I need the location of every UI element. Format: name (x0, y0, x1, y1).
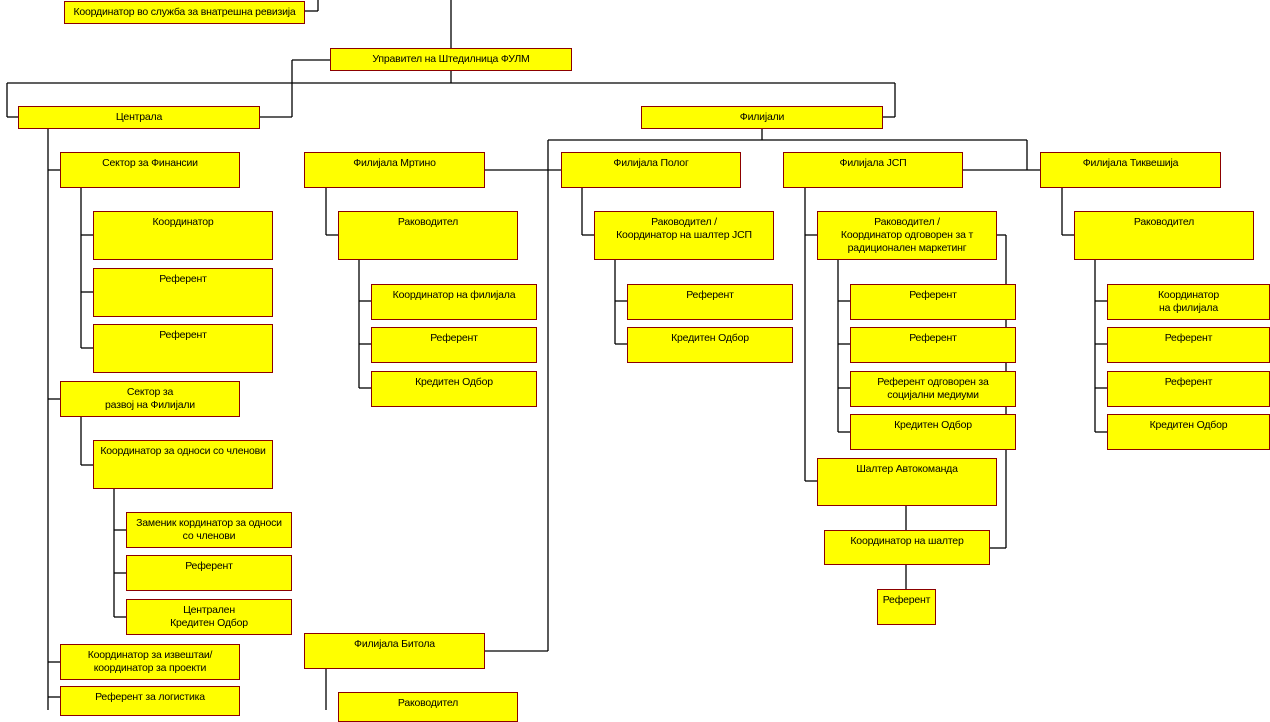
jsp-head-box: Раководител / Координатор одговорен за т… (817, 211, 997, 260)
node-label: Референт (1164, 332, 1213, 344)
node-label: Кредитен Одбор (894, 419, 972, 431)
node-label: Референт (882, 594, 931, 606)
reports-coordinator-box: Координатор за извештаи/ координатор за … (60, 644, 240, 680)
jsp-social-media-referent-box: Референт одговорен за социјални медиуми (850, 371, 1016, 407)
bitola-branch-box: Филијала Битола (304, 633, 485, 669)
node-label: Управител на Штедилница ФУЛМ (372, 53, 530, 65)
node-label: Филијали (739, 111, 785, 123)
node-label: Координатор на филијала (392, 289, 516, 301)
node-label: Сектор за развој на Филијали (105, 386, 195, 411)
mrtino-branch-box: Филијала Мртино (304, 152, 485, 188)
finance-referent-box: Референт (93, 268, 273, 317)
logistics-referent-box: Референт за логистика (60, 686, 240, 716)
jsp-branch-box: Филијала ЈСП (783, 152, 963, 188)
mrtino-coordinator-box: Координатор на филијала (371, 284, 537, 320)
node-label: Сектор за Финансии (102, 157, 198, 169)
manager-box: Управител на Штедилница ФУЛМ (330, 48, 572, 71)
mrtino-head-box: Раководител (338, 211, 518, 260)
finance-coordinator-box: Координатор (93, 211, 273, 260)
tikvesija-referent-box: Референт (1107, 371, 1270, 407)
node-label: Координатор за извештаи/ координатор за … (87, 649, 213, 674)
node-label: Референт за логистика (95, 691, 205, 703)
deputy-member-coordinator-box: Заменик кординатор за односи со членови (126, 512, 292, 548)
polog-credit-board-box: Кредитен Одбор (627, 327, 793, 363)
node-label: Референт (686, 289, 734, 301)
tikvesija-branch-box: Филијала Тиквешија (1040, 152, 1221, 188)
node-label: Референт одговорен за социјални медиуми (877, 376, 989, 401)
central-credit-board-box: Централен Кредитен Одбор (126, 599, 292, 635)
jsp-referent-box: Референт (850, 284, 1016, 320)
polog-head-box: Раководител / Координатор на шалтер ЈСП (594, 211, 774, 260)
finance-referent-box: Референт (93, 324, 273, 373)
avtokomanda-counter-box: Шалтер Автокоманда (817, 458, 997, 506)
finance-sector-box: Сектор за Финансии (60, 152, 240, 188)
node-label: Координатор на шалтер (850, 535, 964, 547)
polog-referent-box: Референт (627, 284, 793, 320)
node-label: Координатор на филијала (1158, 289, 1219, 314)
node-label: Референт (909, 289, 957, 301)
node-label: Филијала Полог (613, 157, 689, 169)
node-label: Централа (115, 111, 163, 123)
node-label: Филијала Тиквешија (1082, 157, 1179, 169)
node-label: Раководител (397, 216, 459, 228)
node-label: Референт (159, 329, 207, 341)
node-label: Филијала Мртино (353, 157, 436, 169)
mrtino-credit-board-box: Кредитен Одбор (371, 371, 537, 407)
node-label: Раководител (397, 697, 459, 709)
branches-box: Филијали (641, 106, 883, 129)
node-label: Координатор за односи со членови (100, 445, 266, 457)
node-label: Референт (185, 560, 233, 572)
development-referent-box: Референт (126, 555, 292, 591)
node-label: Кредитен Одбор (671, 332, 749, 344)
bitola-head-box: Раководител (338, 692, 518, 722)
member-relations-coordinator-box: Координатор за односи со членови (93, 440, 273, 489)
node-label: Раководител / Координатор одговорен за т… (840, 216, 974, 254)
node-label: Референт (159, 273, 207, 285)
node-label: Координатор (152, 216, 214, 228)
node-label: Филијала ЈСП (839, 157, 907, 169)
development-sector-box: Сектор за развој на Филијали (60, 381, 240, 417)
node-label: Филијала Битола (354, 638, 435, 650)
tikvesija-coordinator-box: Координатор на филијала (1107, 284, 1270, 320)
node-label: Кредитен Одбор (415, 376, 493, 388)
jsp-credit-board-box: Кредитен Одбор (850, 414, 1016, 450)
node-label: Централен Кредитен Одбор (170, 604, 248, 629)
node-label: Кредитен Одбор (1149, 419, 1228, 431)
node-label: Раководител (1133, 216, 1195, 228)
mrtino-referent-box: Референт (371, 327, 537, 363)
node-label: Заменик кординатор за односи со членови (136, 517, 282, 542)
central-box: Централа (18, 106, 260, 129)
counter-referent-box: Референт (877, 589, 936, 625)
node-label: Референт (430, 332, 478, 344)
internal-audit-coordinator-box: Координатор во служба за внатрешна ревиз… (64, 1, 305, 24)
node-label: Референт (1164, 376, 1213, 388)
jsp-referent-box: Референт (850, 327, 1016, 363)
node-label: Раководител / Координатор на шалтер ЈСП (616, 216, 752, 241)
polog-branch-box: Филијала Полог (561, 152, 741, 188)
tikvesija-credit-board-box: Кредитен Одбор (1107, 414, 1270, 450)
tikvesija-head-box: Раководител (1074, 211, 1254, 260)
node-label: Шалтер Автокоманда (856, 463, 958, 475)
tikvesija-referent-box: Референт (1107, 327, 1270, 363)
counter-coordinator-box: Координатор на шалтер (824, 530, 990, 565)
node-label: Референт (909, 332, 957, 344)
node-label: Координатор во служба за внатрешна ревиз… (73, 6, 296, 18)
